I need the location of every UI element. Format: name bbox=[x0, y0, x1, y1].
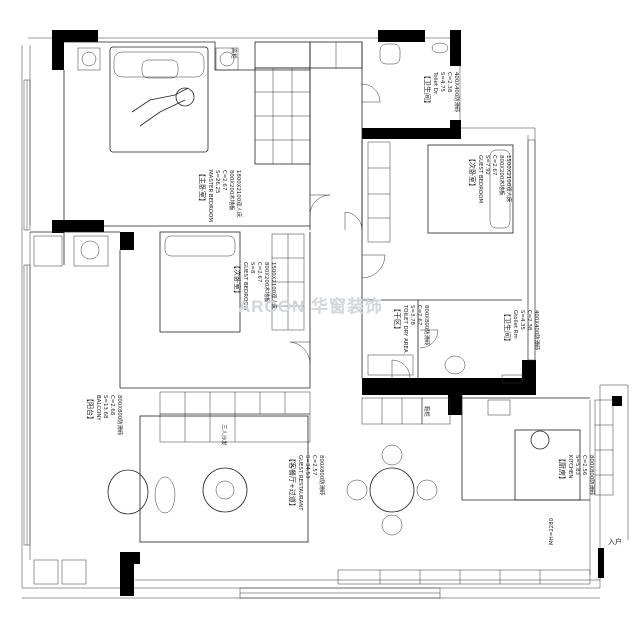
svg-text:Toilet Dr: Toilet Dr bbox=[432, 71, 438, 95]
bath-1-label: 【卫生间】 Toilet Dr S=4.75 C=2.38 400X400防滑砖 bbox=[423, 71, 461, 113]
kitchen-label: 【厨房】 KITCHEN S=5.83 C=2.56 800X800防滑砖 bbox=[558, 455, 596, 496]
svg-text:【主卧室】: 【主卧室】 bbox=[198, 170, 207, 205]
svg-text:S=3.78: S=3.78 bbox=[409, 305, 415, 326]
svg-text:800X200木地板: 800X200木地板 bbox=[228, 170, 236, 211]
svg-text:1500X2100双人床: 1500X2100双人床 bbox=[270, 262, 278, 310]
bath-2-label: 【卫生间】 Gtoilet Rm S=4.35 C=2.38 400X400防滑… bbox=[503, 310, 541, 351]
svg-text:800X200木地板: 800X200木地板 bbox=[263, 262, 271, 303]
svg-text:BALCONY: BALCONY bbox=[95, 395, 101, 421]
svg-text:KITCHEN: KITCHEN bbox=[567, 455, 573, 478]
svg-text:S=4.35: S=4.35 bbox=[519, 310, 525, 330]
bath-1: 【卫生间】 Toilet Dr S=4.75 C=2.38 400X400防滑砖 bbox=[379, 42, 461, 113]
bath-2: 【卫生间】 Gtoilet Rm S=4.35 C=2.38 400X400防滑… bbox=[444, 310, 541, 384]
svg-text:【干区】: 【干区】 bbox=[393, 305, 401, 333]
living-label: 【客餐厅+过道】 GUEST RESTAURANT S=34.53 C=2.57… bbox=[288, 455, 326, 511]
svg-text:C=2.67: C=2.67 bbox=[416, 305, 422, 325]
mh-label: MH=2280 bbox=[549, 517, 555, 545]
windows bbox=[23, 79, 536, 599]
svg-text:GUEST BEDROOM: GUEST BEDROOM bbox=[477, 155, 483, 203]
third-bedroom: 【次卧室】 GUEST BEDROOM S=8 C=2.67 800X200木地… bbox=[159, 231, 305, 333]
wardrobe-grid bbox=[254, 41, 363, 165]
svg-text:S=5.83: S=5.83 bbox=[574, 455, 580, 475]
svg-text:1800X2100双人床: 1800X2100双人床 bbox=[235, 170, 243, 218]
second-bedroom: 【次卧室】 GUEST BEDROOM S=7.92 C=2.67 800X20… bbox=[367, 141, 514, 243]
shoe-cabinet: 鞋柜 bbox=[361, 397, 451, 425]
svg-text:C=2.38: C=2.38 bbox=[526, 310, 532, 331]
svg-text:GUEST RESTAURANT: GUEST RESTAURANT bbox=[297, 455, 303, 511]
svg-text:【阳台】: 【阳台】 bbox=[86, 395, 95, 423]
balcony-label: 【阳台】 BALCONY S=13.68 C=2.68 800X800防滑砖 bbox=[86, 395, 124, 436]
svg-text:C=2.67: C=2.67 bbox=[221, 170, 227, 190]
svg-text:C=2.67: C=2.67 bbox=[491, 155, 497, 175]
dry-area-label: 【干区】 TOILET DRY AREA S=3.78 C=2.67 800X8… bbox=[393, 304, 431, 353]
svg-text:C=2.68: C=2.68 bbox=[109, 395, 115, 416]
kitchen: 【厨房】 KITCHEN S=5.83 C=2.56 800X800防滑砖 bbox=[487, 399, 614, 501]
svg-text:S=4.75: S=4.75 bbox=[439, 72, 445, 92]
svg-text:【卫生间】: 【卫生间】 bbox=[503, 310, 512, 345]
sofa-note: 三人沙发 bbox=[220, 424, 228, 446]
svg-text:【次卧室】: 【次卧室】 bbox=[468, 155, 477, 190]
tall-cabinet-label: 高柜 bbox=[230, 48, 238, 59]
watermark: ARCON 华窗装饰 bbox=[238, 296, 383, 316]
shoe-cabinet-label: 鞋柜 bbox=[423, 406, 431, 417]
bottom-cabinets bbox=[337, 569, 591, 585]
svg-text:1500X2100双人床: 1500X2100双人床 bbox=[505, 155, 513, 203]
master-bedroom: 【主卧室】 MASTER BEDROOM S=26.25 C=2.67 800X… bbox=[77, 46, 243, 222]
svg-text:S=13.68: S=13.68 bbox=[102, 395, 108, 419]
svg-text:S=7.92: S=7.92 bbox=[484, 155, 490, 175]
svg-text:800X800防滑砖: 800X800防滑砖 bbox=[318, 455, 326, 496]
entrance-label: 入户 bbox=[608, 537, 622, 546]
svg-text:【次卧室】: 【次卧室】 bbox=[233, 262, 242, 297]
svg-text:【客餐厅+过道】: 【客餐厅+过道】 bbox=[288, 455, 297, 510]
third-bedroom-label: 【次卧室】 GUEST BEDROOM S=8 C=2.67 800X200木地… bbox=[233, 262, 278, 310]
svg-text:S=26.25: S=26.25 bbox=[214, 170, 220, 193]
living-dining: 【客餐厅+过道】 GUEST RESTAURANT S=34.53 C=2.57… bbox=[107, 391, 438, 543]
svg-text:TOILET DRY AREA: TOILET DRY AREA bbox=[402, 304, 408, 353]
svg-text:Gtoilet Rm: Gtoilet Rm bbox=[512, 310, 518, 339]
svg-text:C=2.67: C=2.67 bbox=[256, 262, 262, 282]
dry-area: 【干区】 TOILET DRY AREA S=3.78 C=2.67 800X8… bbox=[367, 304, 431, 376]
svg-text:【卫生间】: 【卫生间】 bbox=[423, 72, 432, 107]
svg-text:【厨房】: 【厨房】 bbox=[558, 455, 567, 483]
walls bbox=[52, 30, 622, 596]
svg-text:800X800防滑砖: 800X800防滑砖 bbox=[423, 305, 431, 346]
svg-text:400X400防滑砖: 400X400防滑砖 bbox=[533, 310, 541, 351]
svg-text:S=8: S=8 bbox=[249, 262, 255, 274]
balcony: 【阳台】 BALCONY S=13.68 C=2.68 800X800防滑砖 bbox=[33, 235, 124, 585]
doors bbox=[289, 83, 439, 379]
second-bedroom-label: 【次卧室】 GUEST BEDROOM S=7.92 C=2.67 800X20… bbox=[468, 155, 513, 203]
svg-text:C=2.38: C=2.38 bbox=[446, 72, 452, 93]
svg-text:MASTER BEDROOM: MASTER BEDROOM bbox=[207, 170, 213, 222]
svg-text:400X400防滑砖: 400X400防滑砖 bbox=[453, 72, 461, 113]
svg-text:800X200木地板: 800X200木地板 bbox=[498, 155, 506, 196]
svg-text:S=34.53: S=34.53 bbox=[304, 455, 310, 478]
entrance: MH=2280 入户 bbox=[549, 517, 622, 546]
master-bedroom-label: 【主卧室】 MASTER BEDROOM S=26.25 C=2.67 800X… bbox=[198, 170, 243, 222]
svg-text:GUEST BEDROOM: GUEST BEDROOM bbox=[242, 262, 248, 310]
svg-text:800X800防滑砖: 800X800防滑砖 bbox=[116, 395, 124, 436]
svg-text:C=2.56: C=2.56 bbox=[581, 455, 587, 476]
svg-text:800X800防滑砖: 800X800防滑砖 bbox=[588, 455, 596, 496]
svg-text:C=2.57: C=2.57 bbox=[311, 455, 317, 475]
